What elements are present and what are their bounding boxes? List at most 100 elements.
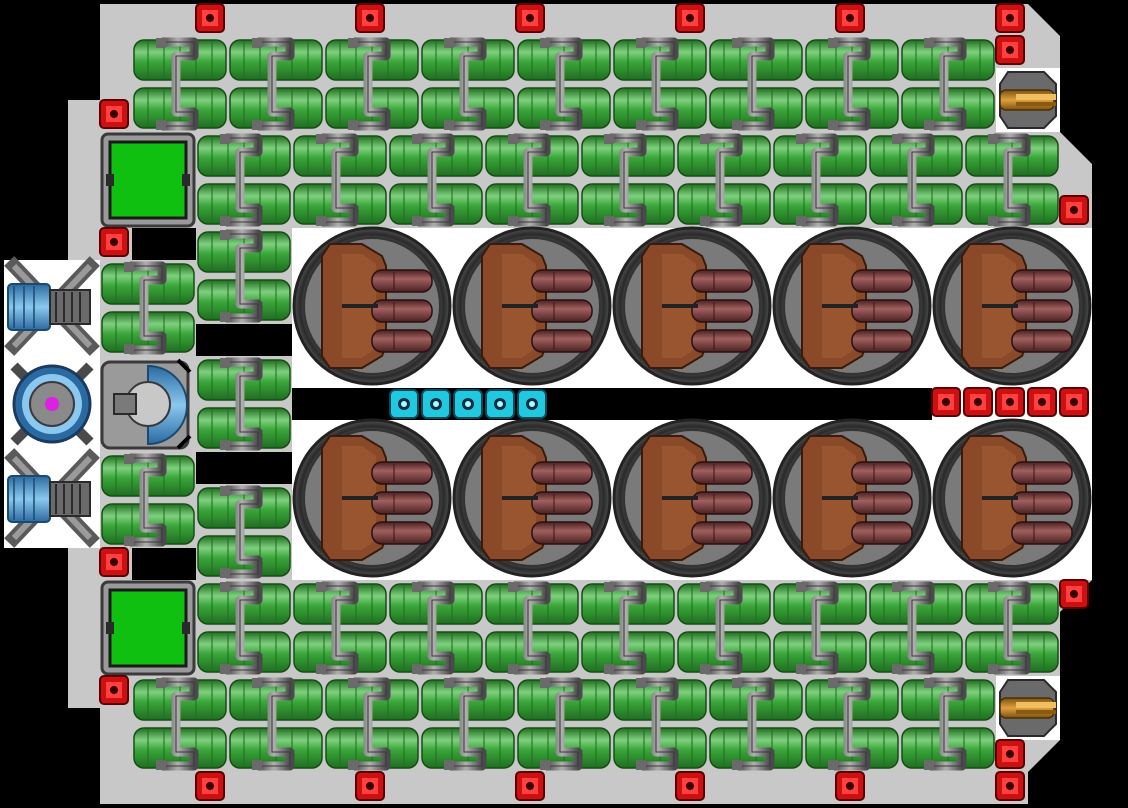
fuel-tank-icon <box>805 677 899 771</box>
fuel-tank-icon <box>293 133 387 227</box>
corridor <box>196 452 292 484</box>
turrets <box>999 71 1057 737</box>
fuel-tank-icon <box>517 677 611 771</box>
fuel-tank-icon <box>581 581 675 675</box>
command-core-icon <box>10 362 94 446</box>
fuel-tank-icon <box>805 37 899 131</box>
cargo-storage-icon <box>100 580 196 676</box>
door-icon <box>195 771 225 801</box>
reactor-icon <box>772 418 932 578</box>
door-icon <box>995 35 1025 65</box>
fuel-tank-icon <box>389 581 483 675</box>
fuel-tank-icon <box>773 581 867 675</box>
reactor-icon <box>932 226 1092 386</box>
fuel-tank-icon <box>197 485 291 579</box>
fuel-tank-icon <box>229 37 323 131</box>
fuel-tank-icon <box>133 37 227 131</box>
fuel-tank-icon <box>325 37 419 131</box>
light-icon <box>389 389 419 419</box>
light-icon <box>421 389 451 419</box>
door-icon <box>995 387 1025 417</box>
fuel-tank-icon <box>901 677 995 771</box>
fuel-tank-grid <box>101 37 1059 771</box>
corridors <box>132 228 932 580</box>
fuel-tank-icon <box>421 677 515 771</box>
doors <box>99 3 1089 801</box>
fuel-tank-icon <box>229 677 323 771</box>
fuel-tank-icon <box>677 581 771 675</box>
door-icon <box>835 771 865 801</box>
door-icon <box>515 3 545 33</box>
reactor-icon <box>612 418 772 578</box>
fuel-tank-icon <box>613 677 707 771</box>
door-icon <box>355 771 385 801</box>
fuel-tank-icon <box>709 677 803 771</box>
corridor <box>196 324 292 356</box>
reactor-icon <box>932 418 1092 578</box>
door-icon <box>99 99 129 129</box>
fuel-tank-icon <box>293 581 387 675</box>
command-section <box>4 256 192 548</box>
reactor-icon <box>612 226 772 386</box>
door-icon <box>99 675 129 705</box>
corridor <box>132 548 196 580</box>
fuel-tank-icon <box>197 357 291 451</box>
door-icon <box>515 771 545 801</box>
light-icon <box>517 389 547 419</box>
cockpit-icon <box>100 358 192 450</box>
fuel-tank-icon <box>869 581 963 675</box>
door-icon <box>1059 195 1089 225</box>
fuel-tank-icon <box>965 133 1059 227</box>
turret-icon <box>999 71 1057 129</box>
thruster-icon <box>4 448 100 548</box>
fuel-tank-icon <box>325 677 419 771</box>
reactor-icon <box>292 226 452 386</box>
fuel-tank-icon <box>869 133 963 227</box>
reactor-icon <box>452 226 612 386</box>
fuel-tank-icon <box>901 37 995 131</box>
cargo-storage <box>100 132 196 676</box>
light-icon <box>485 389 515 419</box>
door-icon <box>1027 387 1057 417</box>
thruster-icon <box>4 256 100 356</box>
fuel-tank-icon <box>197 229 291 323</box>
door-icon <box>675 3 705 33</box>
door-icon <box>931 387 961 417</box>
fuel-tank-icon <box>485 133 579 227</box>
fuel-tank-icon <box>485 581 579 675</box>
door-icon <box>99 547 129 577</box>
fuel-tank-icon <box>677 133 771 227</box>
fuel-tank-icon <box>709 37 803 131</box>
reactor-icon <box>772 226 932 386</box>
fuel-tank-icon <box>613 37 707 131</box>
fuel-tank-icon <box>517 37 611 131</box>
reactor-icon <box>452 418 612 578</box>
fuel-tank-icon <box>965 581 1059 675</box>
door-icon <box>99 227 129 257</box>
fuel-tank-icon <box>197 133 291 227</box>
turret-icon <box>999 679 1057 737</box>
fuel-tank-icon <box>389 133 483 227</box>
light-icon <box>453 389 483 419</box>
fuel-tank-icon <box>197 581 291 675</box>
door-icon <box>195 3 225 33</box>
door-icon <box>1059 387 1089 417</box>
fuel-tank-icon <box>421 37 515 131</box>
door-icon <box>355 3 385 33</box>
door-icon <box>995 3 1025 33</box>
door-icon <box>995 771 1025 801</box>
fuel-tank-icon <box>101 453 195 547</box>
corridor <box>292 388 932 420</box>
fuel-tank-icon <box>773 133 867 227</box>
door-icon <box>963 387 993 417</box>
fuel-tank-icon <box>101 261 195 355</box>
fuel-tank-icon <box>581 133 675 227</box>
reactor-icon <box>292 418 452 578</box>
door-icon <box>1059 579 1089 609</box>
corridor <box>132 228 196 260</box>
door-icon <box>835 3 865 33</box>
door-icon <box>675 771 705 801</box>
lights <box>389 389 547 419</box>
fuel-tank-icon <box>133 677 227 771</box>
